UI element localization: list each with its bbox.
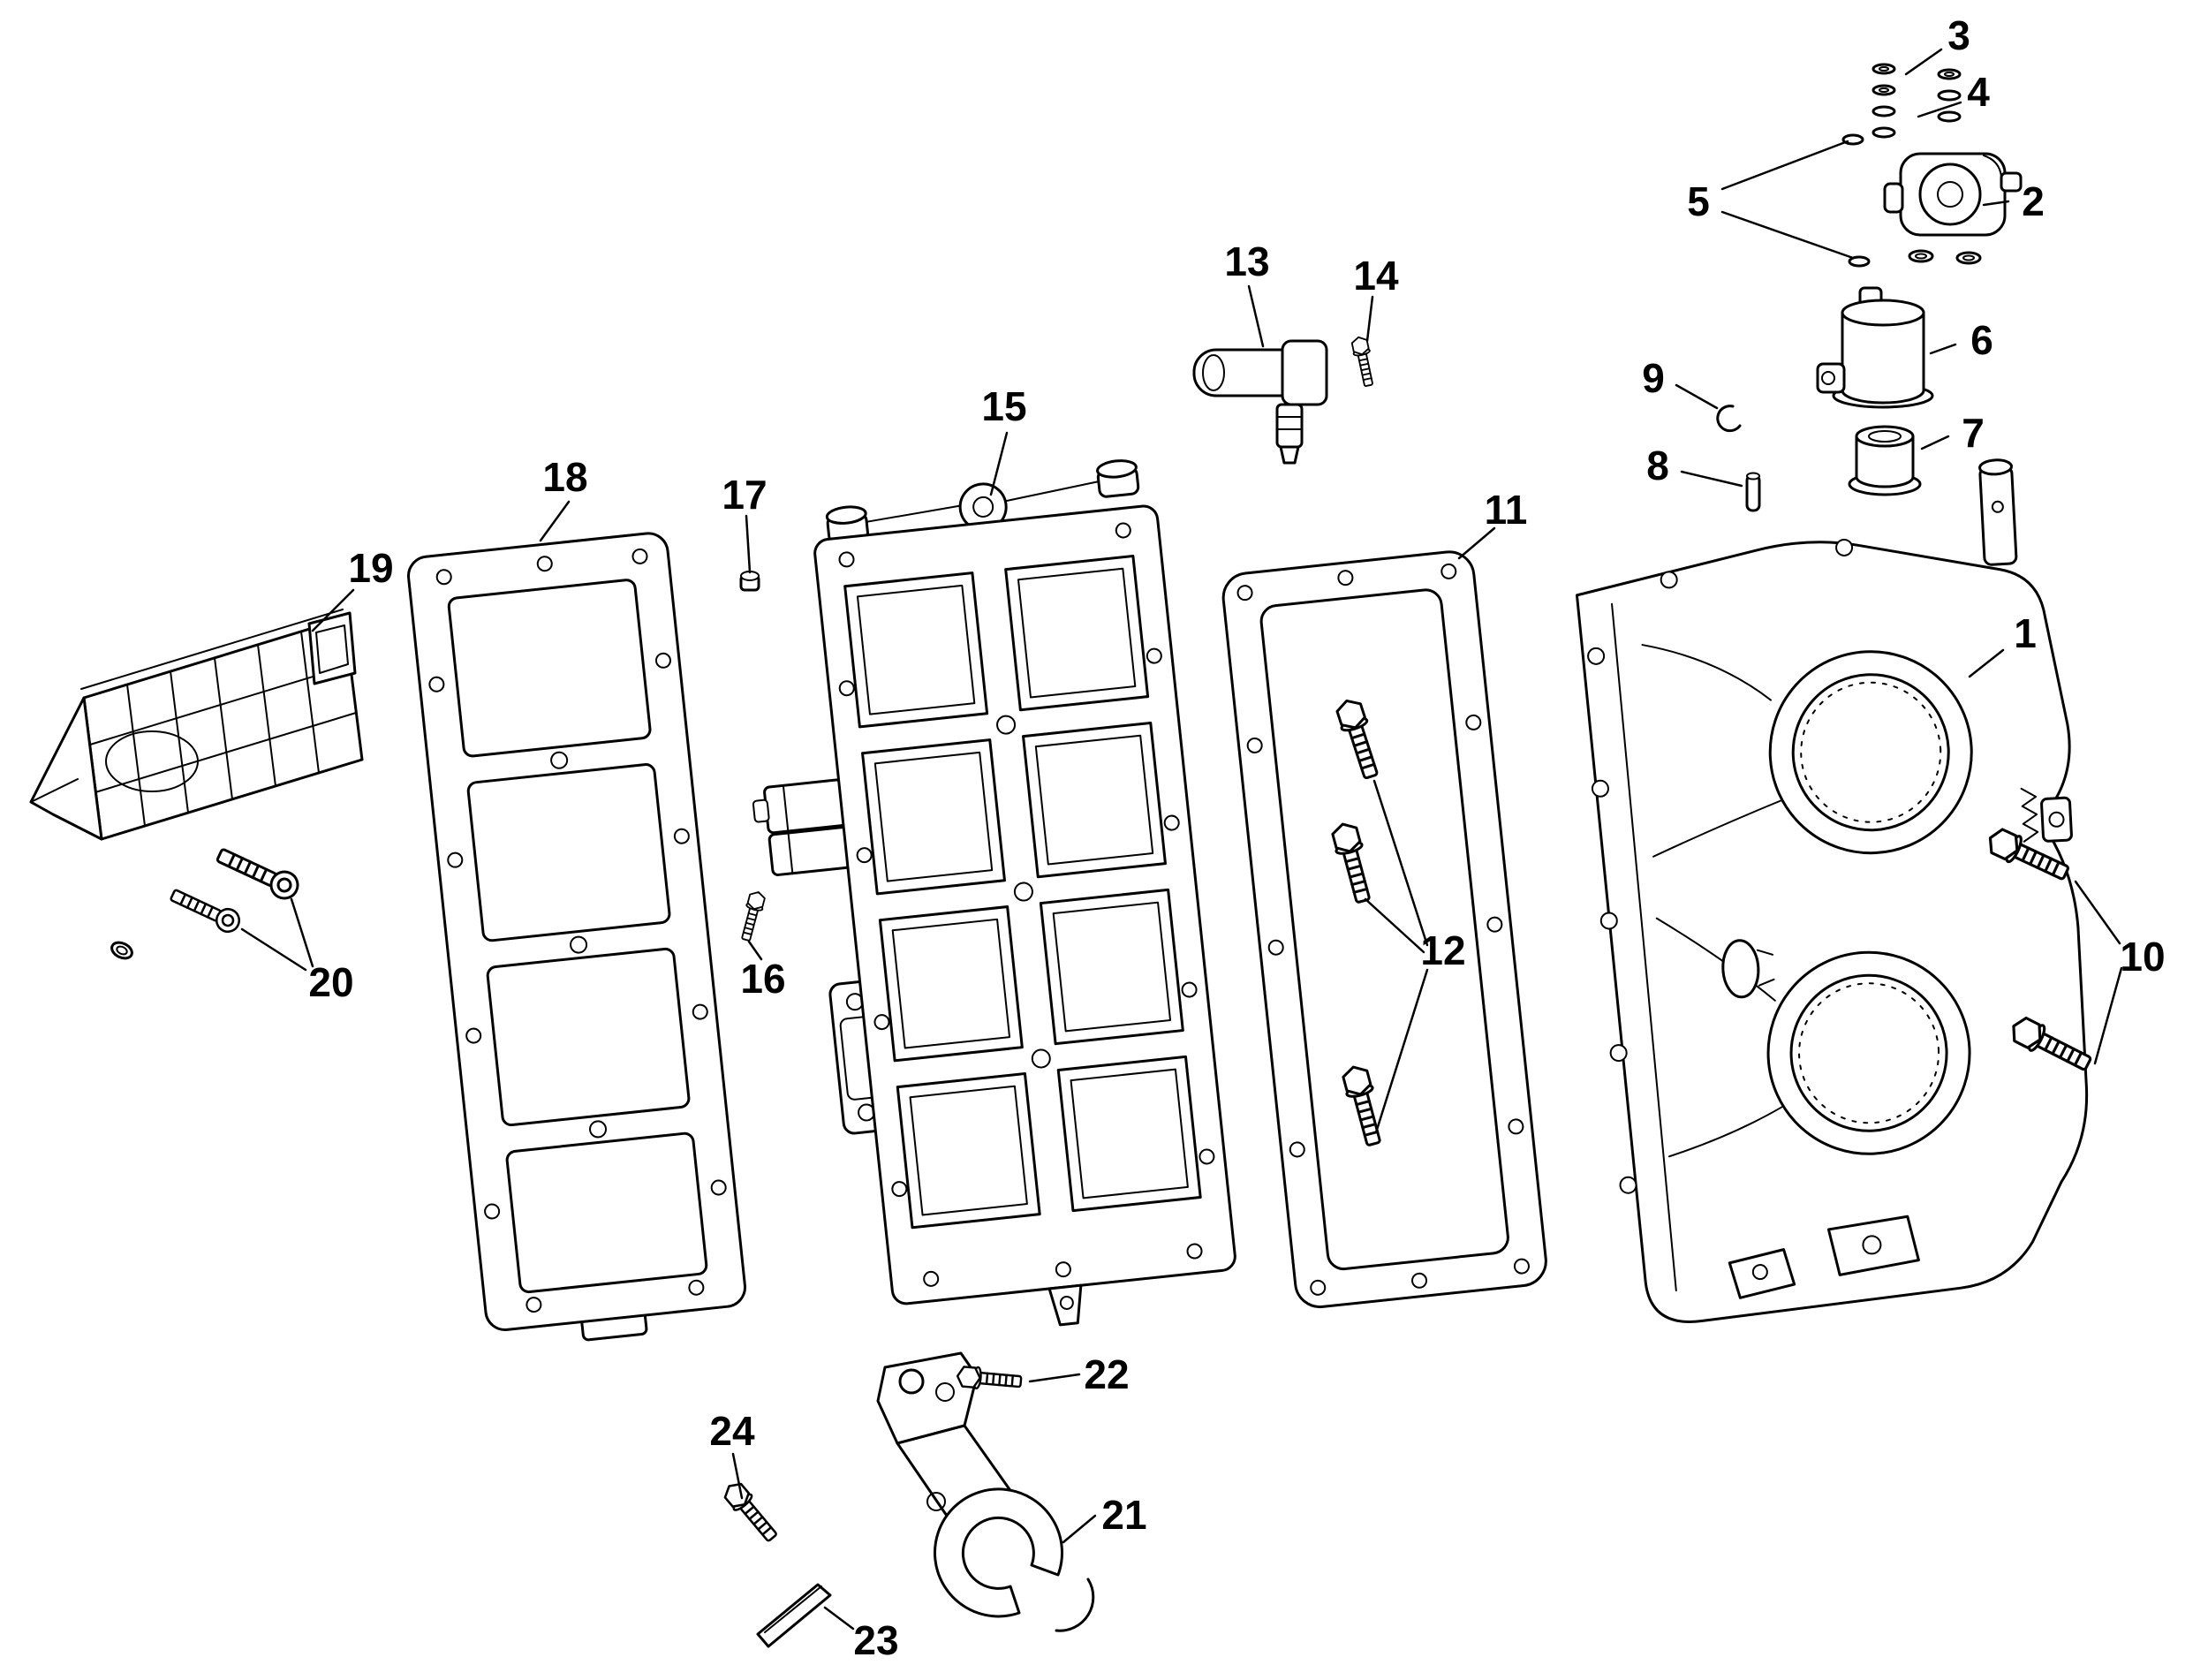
callout-17: 17 — [722, 472, 767, 518]
part-6-solenoid — [1816, 286, 1934, 409]
part-23-link-plate — [756, 1583, 832, 1648]
callout-22: 22 — [1084, 1351, 1129, 1397]
callout-9: 9 — [1642, 355, 1665, 401]
fastener-24-bolt — [719, 1477, 783, 1547]
callout-16: 16 — [740, 956, 785, 1002]
callout-labels: 1 2 3 4 5 6 7 8 9 10 11 12 13 14 15 16 1… — [308, 12, 2165, 1663]
part-19-intake-silencer — [29, 609, 364, 841]
callout-23: 23 — [853, 1617, 898, 1663]
part-3-4-washers — [1872, 63, 1982, 265]
callout-8: 8 — [1646, 443, 1669, 488]
callout-2: 2 — [2022, 178, 2045, 224]
part-5-seals — [1841, 133, 1871, 268]
callout-24: 24 — [709, 1408, 755, 1454]
callout-14: 14 — [1353, 253, 1399, 299]
part-21-bracket — [876, 1351, 1095, 1632]
part-2-throttle-position-sensor — [1883, 152, 2023, 237]
fastener-20-bolts — [110, 841, 304, 960]
callout-7: 7 — [1962, 410, 1985, 456]
callout-13: 13 — [1224, 238, 1269, 284]
callout-5: 5 — [1687, 178, 1710, 224]
callout-4: 4 — [1967, 69, 1990, 115]
callout-1: 1 — [2014, 610, 2037, 656]
fastener-14-bolt — [1350, 334, 1378, 389]
part-11-inner-gasket — [1221, 550, 1547, 1309]
part-7-bushing — [1848, 425, 1922, 496]
part-1-intake-manifold — [1575, 458, 2089, 1323]
callout-18: 18 — [542, 454, 587, 500]
leader-lines — [240, 48, 2123, 1631]
part-15-reed-block-assembly — [752, 459, 1236, 1327]
part-8-pin — [1745, 472, 1761, 512]
callout-15: 15 — [981, 383, 1026, 429]
part-13-sensor — [1192, 339, 1328, 465]
callout-20: 20 — [308, 959, 353, 1005]
callout-3: 3 — [1947, 12, 1970, 58]
callout-21: 21 — [1101, 1492, 1146, 1538]
part-9-clip — [1716, 405, 1742, 433]
callout-19: 19 — [348, 545, 393, 591]
part-18-outer-gasket — [407, 532, 747, 1342]
callout-10: 10 — [2120, 934, 2165, 980]
callout-11: 11 — [1485, 487, 1528, 533]
callout-6: 6 — [1970, 317, 1993, 363]
callout-12: 12 — [1420, 927, 1465, 973]
fastener-16-bolt — [737, 889, 768, 943]
part-17-spacer — [739, 571, 760, 592]
